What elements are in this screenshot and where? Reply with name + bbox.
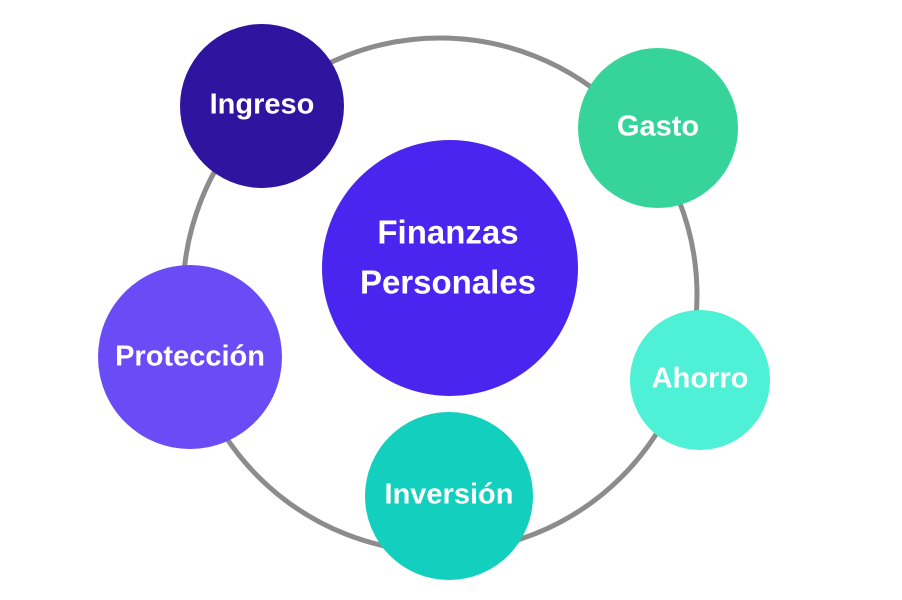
node-proteccion-circle — [98, 265, 282, 449]
node-proteccion: Protección — [98, 265, 282, 449]
node-inversion-label: Inversión — [385, 479, 514, 511]
node-ingreso: Ingreso — [180, 24, 344, 188]
node-ahorro: Ahorro — [630, 310, 770, 450]
node-gasto: Gasto — [578, 48, 738, 208]
center-label-line1: Finanzas — [377, 214, 518, 251]
center-circle — [322, 140, 578, 396]
node-proteccion-label: Protección — [115, 341, 265, 373]
node-gasto-circle — [578, 48, 738, 208]
center-node: Finanzas Personales — [322, 140, 578, 396]
node-inversion-circle — [365, 412, 533, 580]
center-label-line2: Personales — [360, 264, 536, 301]
node-ahorro-label: Ahorro — [652, 363, 749, 395]
node-ahorro-circle — [630, 310, 770, 450]
node-inversion: Inversión — [365, 412, 533, 580]
node-ingreso-label: Ingreso — [210, 89, 315, 121]
node-ingreso-circle — [180, 24, 344, 188]
node-gasto-label: Gasto — [617, 111, 699, 143]
